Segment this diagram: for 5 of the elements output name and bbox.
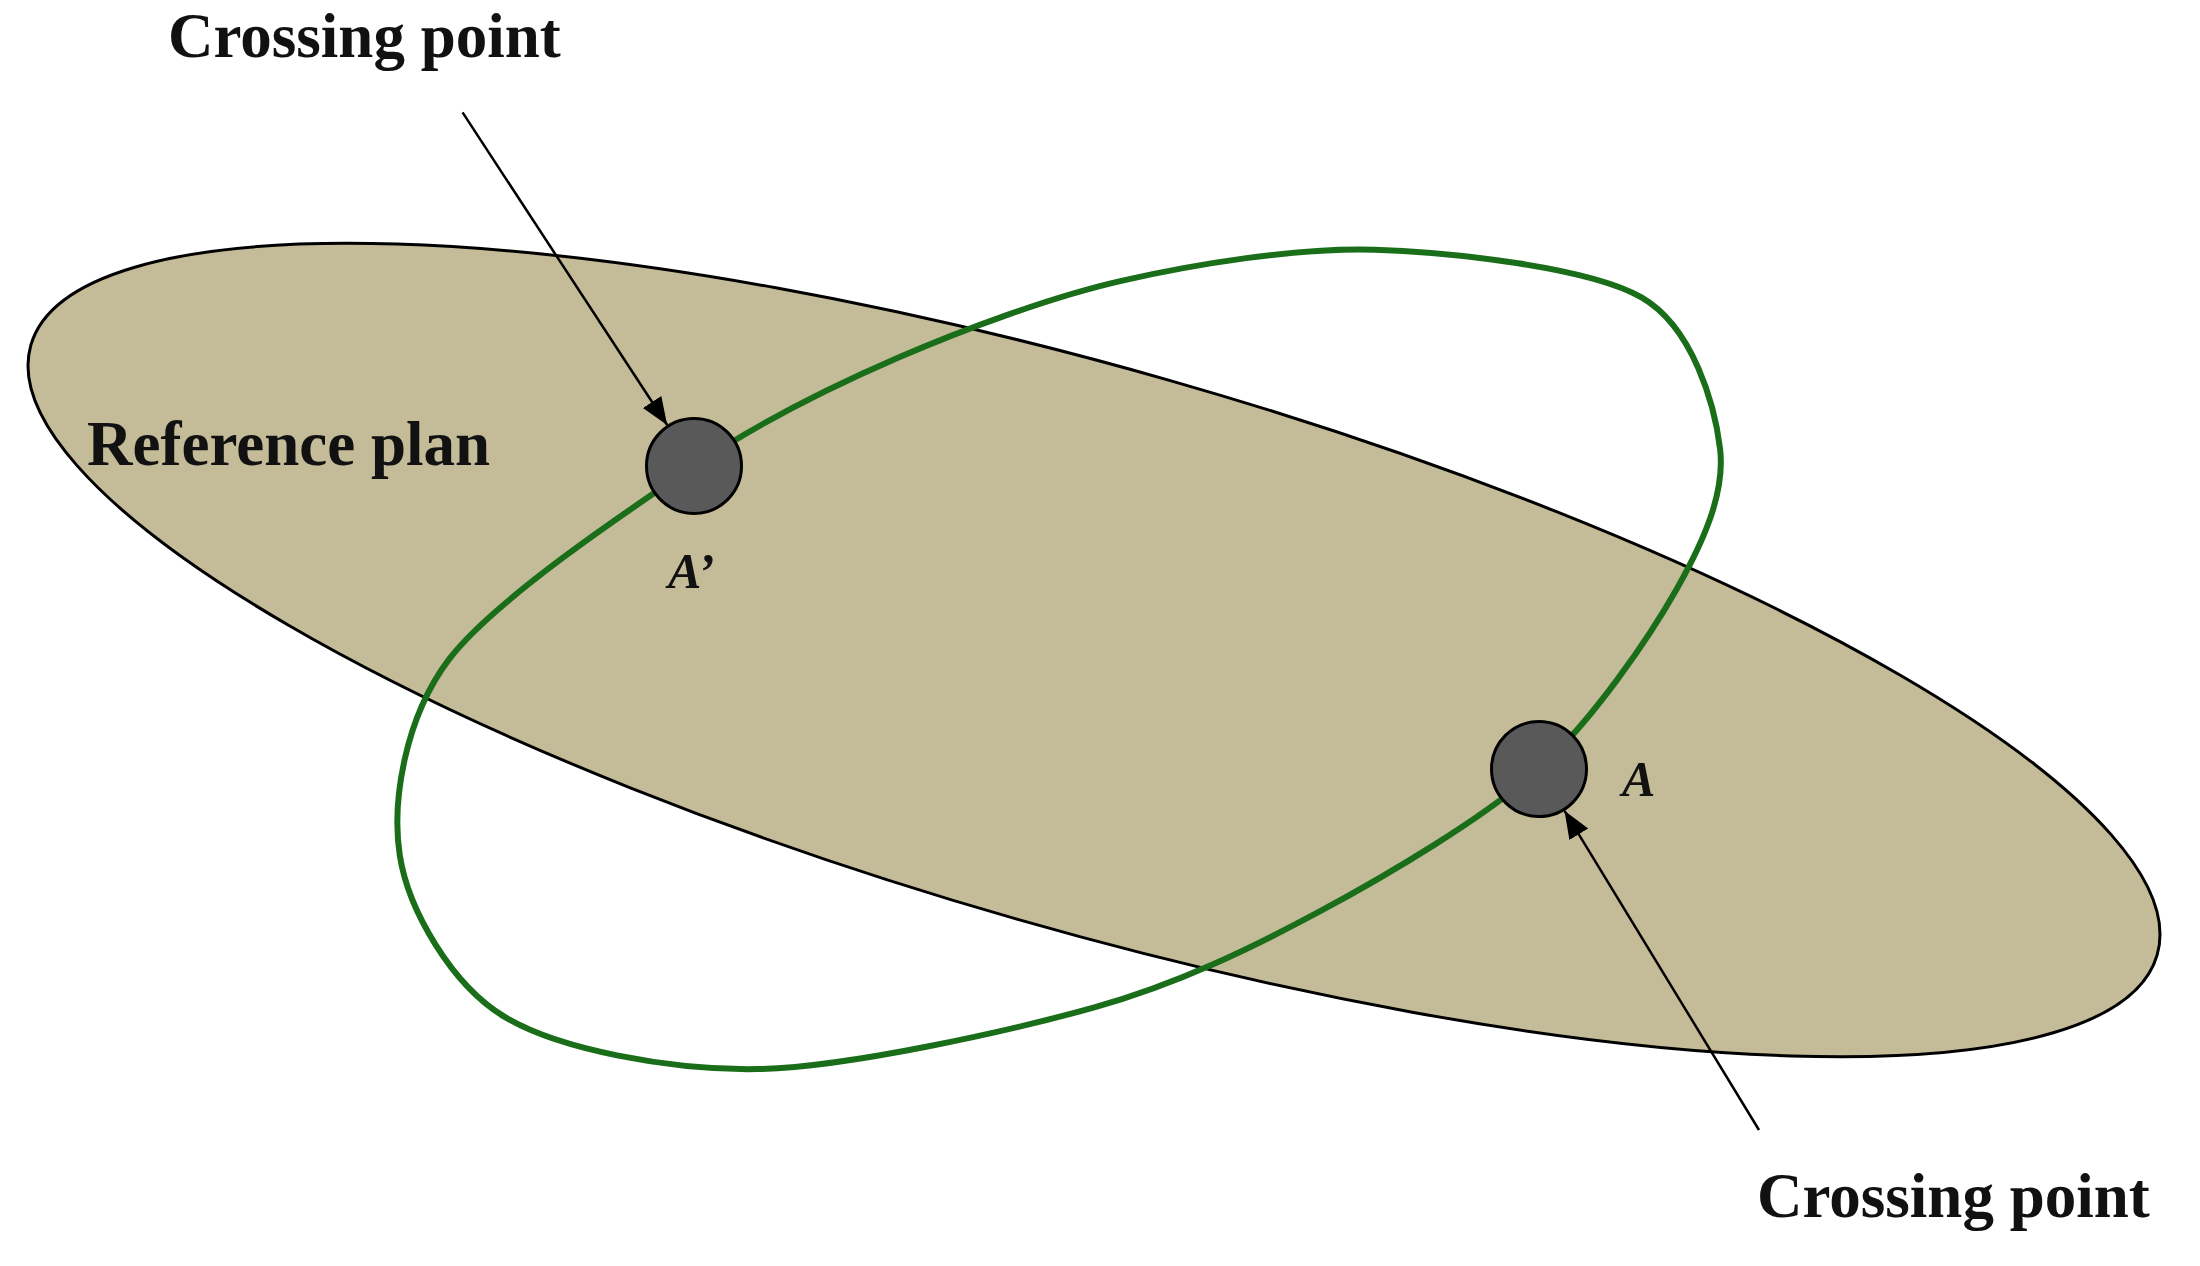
arrow xyxy=(461,111,669,426)
callout-label: Crossing point xyxy=(1757,1160,2150,1233)
arrow xyxy=(1563,810,1761,1131)
callout-label: Crossing point xyxy=(168,0,561,73)
plane-label: Reference plan xyxy=(87,408,490,481)
